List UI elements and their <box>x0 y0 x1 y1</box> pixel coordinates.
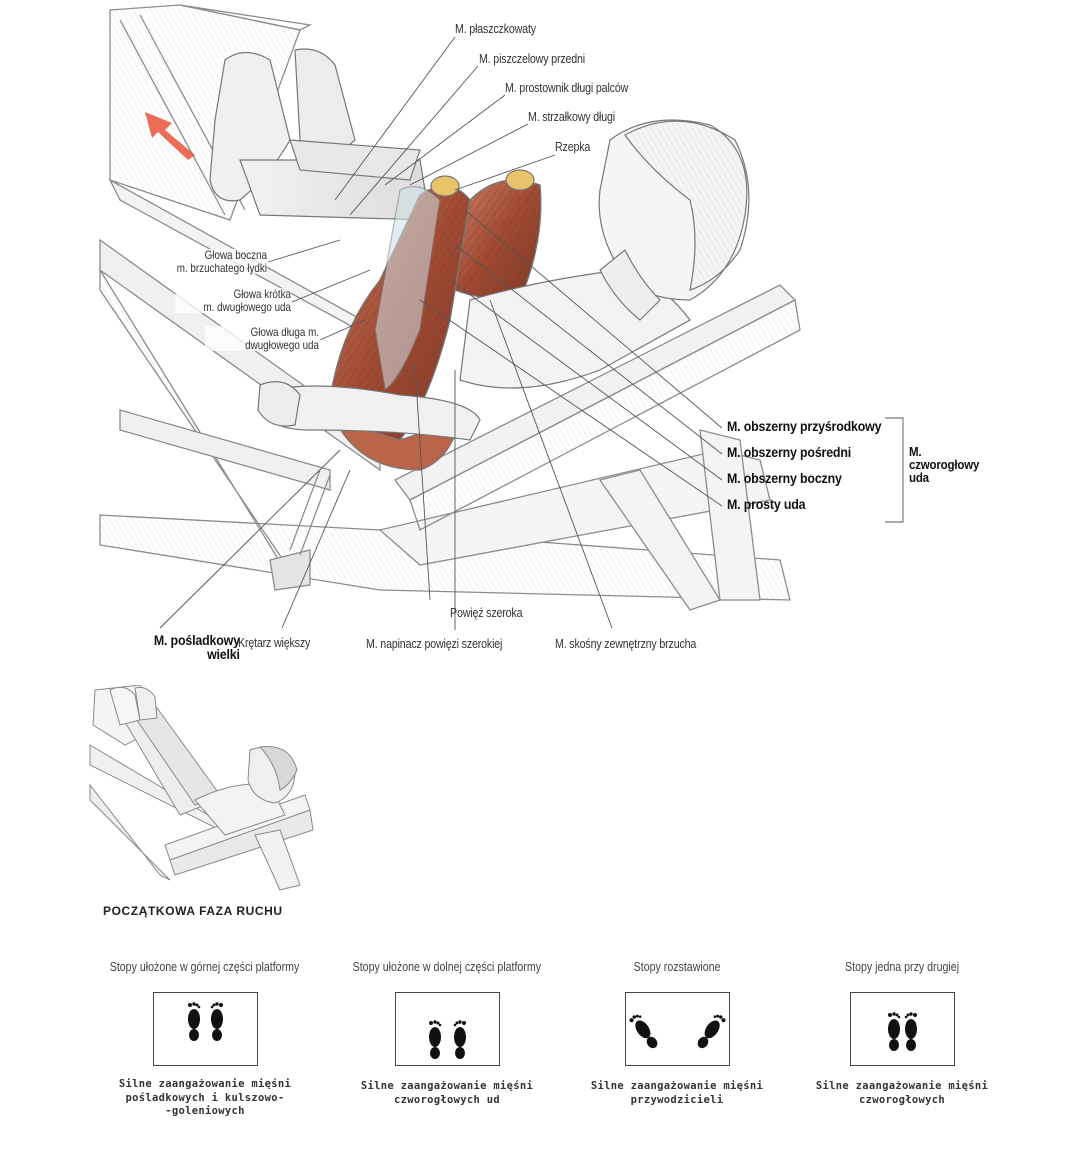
variant-title: Stopy jedna przy drugiej <box>844 960 959 974</box>
label-obszerny-przysrodkowy: M. obszerny przyśrodkowy <box>727 419 882 434</box>
start-phase-caption: POCZĄTKOWA FAZA RUCHU <box>103 904 283 918</box>
feet-icon <box>887 1012 917 1051</box>
variant-feet-high: Stopy ułożone w górnej części platformy … <box>75 958 335 1119</box>
variant-title: Stopy rozstawione <box>633 960 721 974</box>
foot-placement-box <box>624 992 730 1066</box>
label-napinacz-powiezi: M. napinacz powięzi szerokiej <box>366 636 503 651</box>
label-glowa-dluga: Głowa długa m.dwugłowego uda <box>205 326 319 352</box>
leg-press-anatomy-illustration <box>99 4 904 630</box>
feet-icon <box>187 1002 223 1041</box>
label-obszerny-posredni: M. obszerny pośredni <box>727 445 851 460</box>
label-rzepka: Rzepka <box>555 139 591 154</box>
label-obszerny-boczny: M. obszerny boczny <box>727 471 842 486</box>
foot-placement-box <box>394 992 500 1066</box>
variant-feet-together: Stopy jedna przy drugiej Silne zaangażow… <box>772 958 1032 1107</box>
foot-placement-box <box>849 992 955 1066</box>
label-m-strzalkowy: M. strzałkowy długi <box>528 109 615 124</box>
label-m-prostownik: M. prostownik długi palców <box>505 80 629 95</box>
foot-placement-box <box>152 992 258 1066</box>
variant-feet-low: Stopy ułożone w dolnej części platformy … <box>317 958 577 1107</box>
label-m-piszczelowy-przedni: M. piszczelowy przedni <box>479 51 585 66</box>
variant-feet-wide: Stopy rozstawione Silne zaangażowanie mi… <box>547 958 807 1107</box>
movement-arrow <box>145 112 195 160</box>
label-skosny-zewnetrzny: M. skośny zewnętrzny brzucha <box>555 636 697 651</box>
label-powiez-szeroka: Powięź szeroka <box>450 605 523 620</box>
variant-title: Stopy ułożone w górnej części platformy <box>110 960 300 974</box>
athlete-figure <box>209 48 750 471</box>
leader-lines <box>159 36 904 630</box>
label-prosty-uda: M. prosty uda <box>727 497 806 512</box>
label-kretarz-wiekszy: Krętarz większy <box>238 635 311 650</box>
start-phase-illustration <box>89 685 314 891</box>
variant-title: Stopy ułożone w dolnej części platformy <box>352 960 542 974</box>
feet-icon <box>629 1014 725 1049</box>
label-m-plaszczkowaty: M. płaszczkowaty <box>455 21 536 36</box>
feet-icon <box>428 1020 466 1059</box>
